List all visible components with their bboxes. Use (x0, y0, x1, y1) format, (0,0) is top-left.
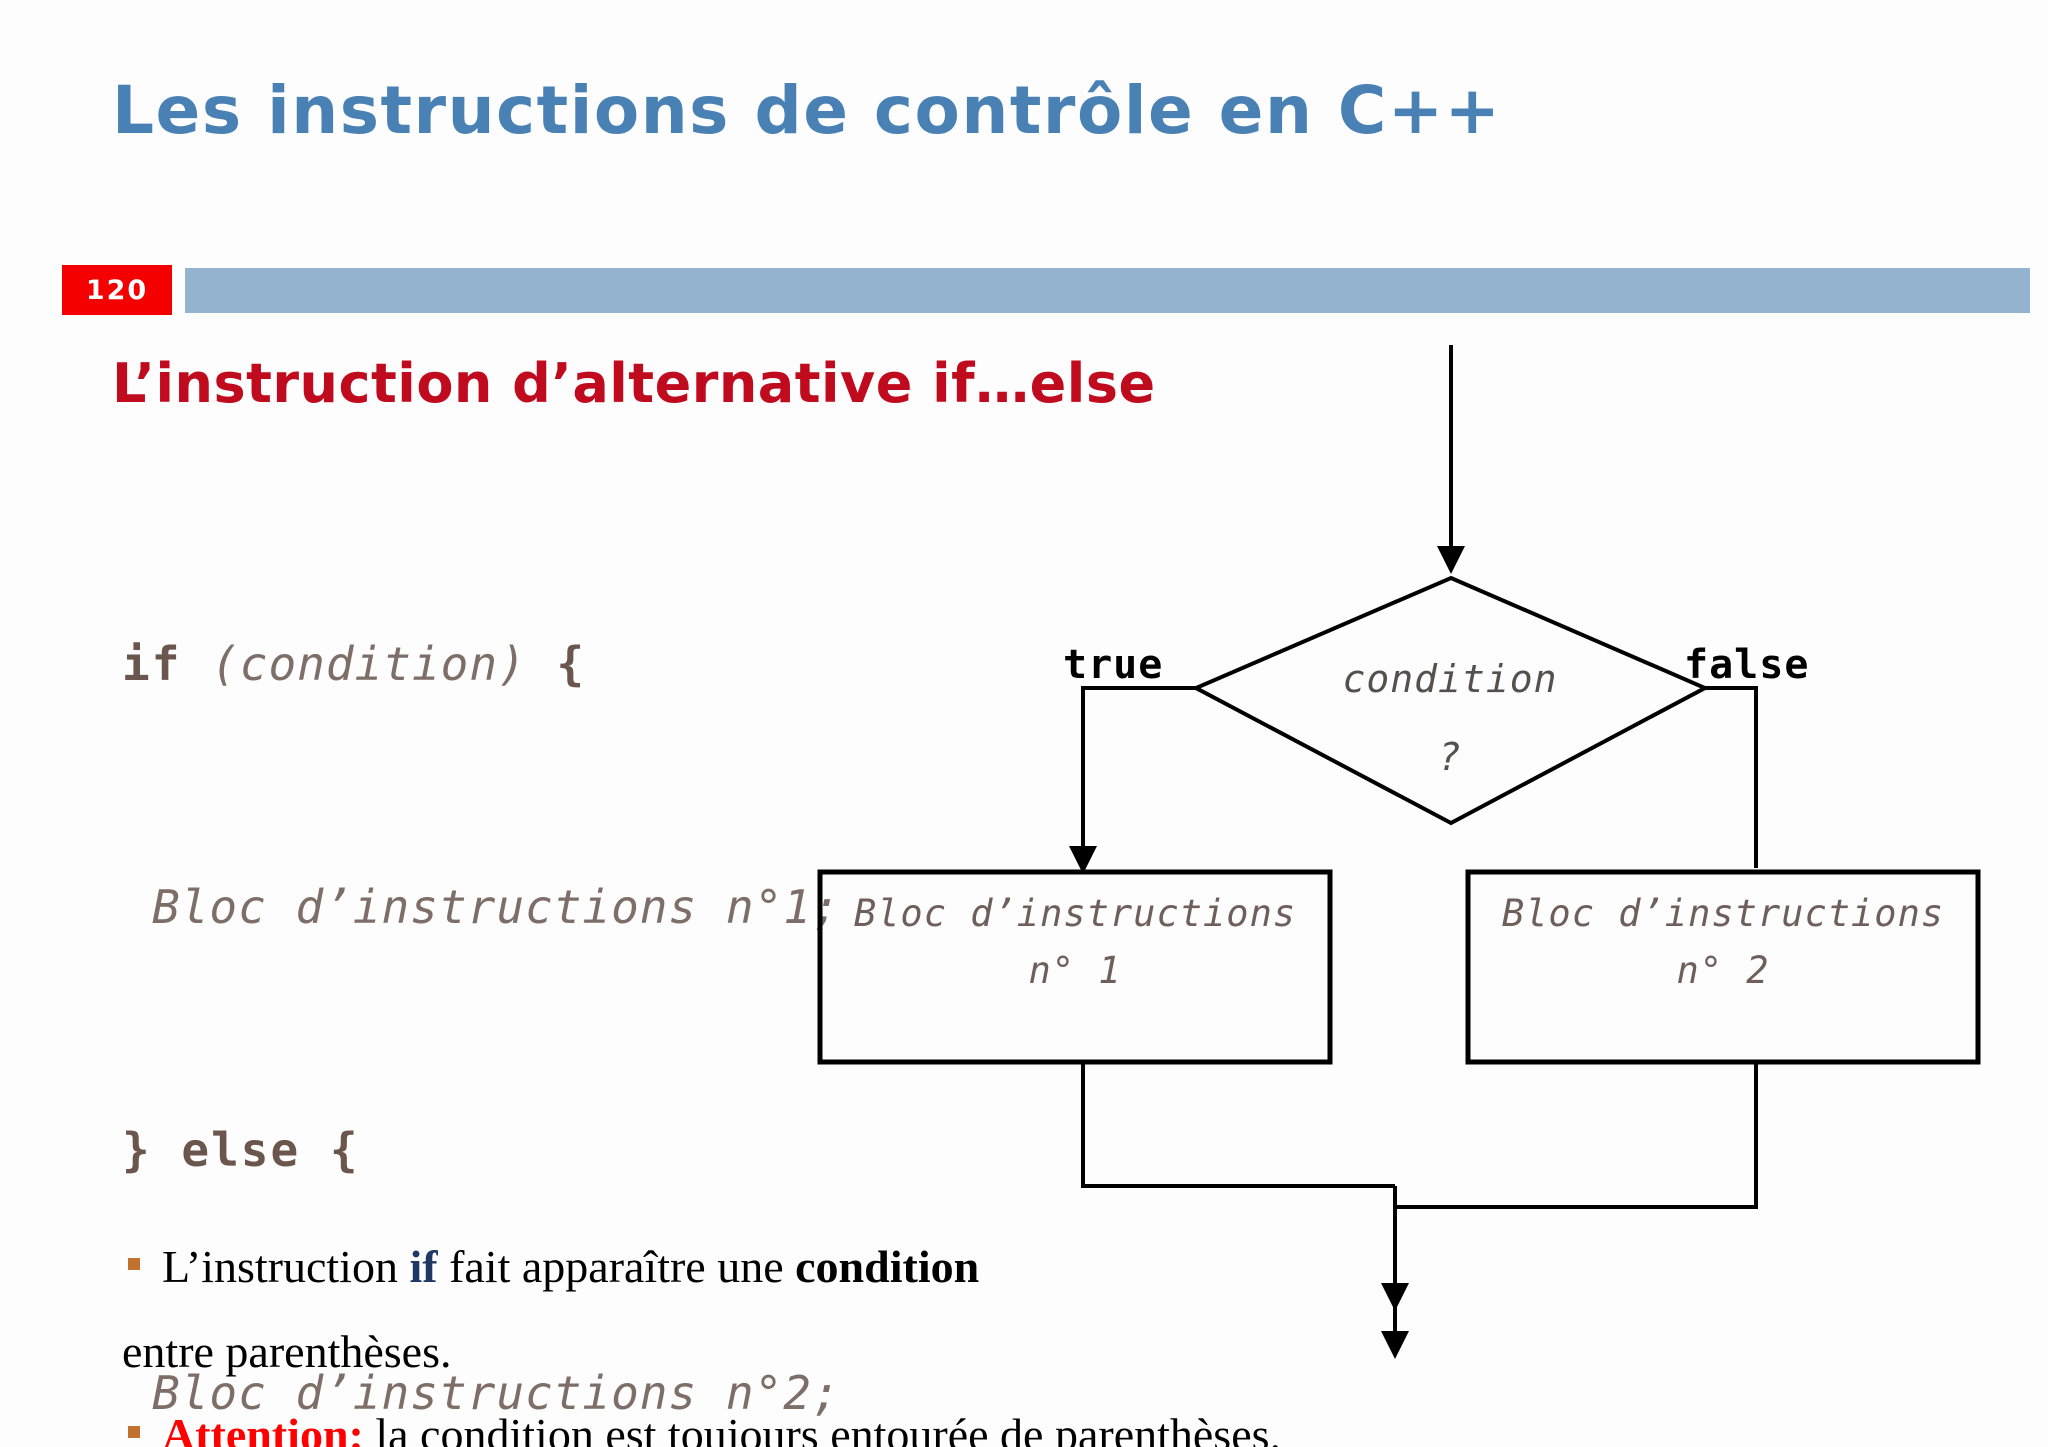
flow-merge-left (1081, 1062, 1395, 1188)
flow-merge-right (1395, 1062, 1758, 1209)
code-block-2: Bloc d’instructions n°2; (152, 1366, 841, 1420)
code-line-2: Bloc d’instructions n°1; (122, 867, 841, 948)
flow-false-branch (1705, 686, 1758, 868)
code-line-3: } else { (122, 1110, 841, 1191)
code-line-4: Bloc d’instructions n°2; (122, 1353, 841, 1434)
code-else: } else { (122, 1123, 360, 1177)
code-condition: (condition) (211, 637, 527, 691)
bullet-marker-icon (128, 1258, 140, 1270)
bullet-1-strong-condition: condition (795, 1241, 980, 1292)
code-brace-open: { (526, 637, 587, 691)
bullet-1-keyword-if: if (409, 1241, 438, 1292)
bullet-1-mid: fait apparaître une (437, 1241, 796, 1292)
bullet-item-1: L’instruction if fait apparaître une con… (128, 1240, 979, 1293)
flow-true-branch (1069, 686, 1196, 874)
process-box-true-label: Bloc d’instructions n° 1 (853, 892, 1297, 992)
page-number-badge: 120 (62, 265, 172, 315)
code-block-1: Bloc d’instructions n°1; (152, 880, 841, 934)
bullet-2-attention-lead: Attention: (162, 1409, 364, 1447)
process-box-false-label: Bloc d’instructions n° 2 (1501, 892, 1945, 992)
branch-label-false: false (1684, 642, 1810, 688)
decision-label: condition ? (1342, 657, 1558, 779)
bullet-item-1-continuation: entre parenthèses. (122, 1326, 452, 1377)
bullet-marker-icon (128, 1426, 140, 1438)
code-line-1: if (condition) { (122, 624, 841, 705)
page-title: Les instructions de contrôle en C++ (112, 72, 1502, 149)
header-divider-bar (185, 268, 2030, 313)
bullet-1-pre: L’instruction (162, 1241, 410, 1292)
code-sample: if (condition) { Bloc d’instructions n°1… (122, 462, 841, 1447)
bullet-2-text: la condition est toujours entourée de pa… (363, 1409, 1282, 1447)
slide-subtitle: L’instruction d’alternative if…else (112, 352, 1156, 415)
branch-label-true: true (1063, 642, 1164, 688)
bullet-item-2: Attention: la condition est toujours ent… (128, 1408, 1281, 1447)
code-keyword: if (122, 637, 212, 691)
